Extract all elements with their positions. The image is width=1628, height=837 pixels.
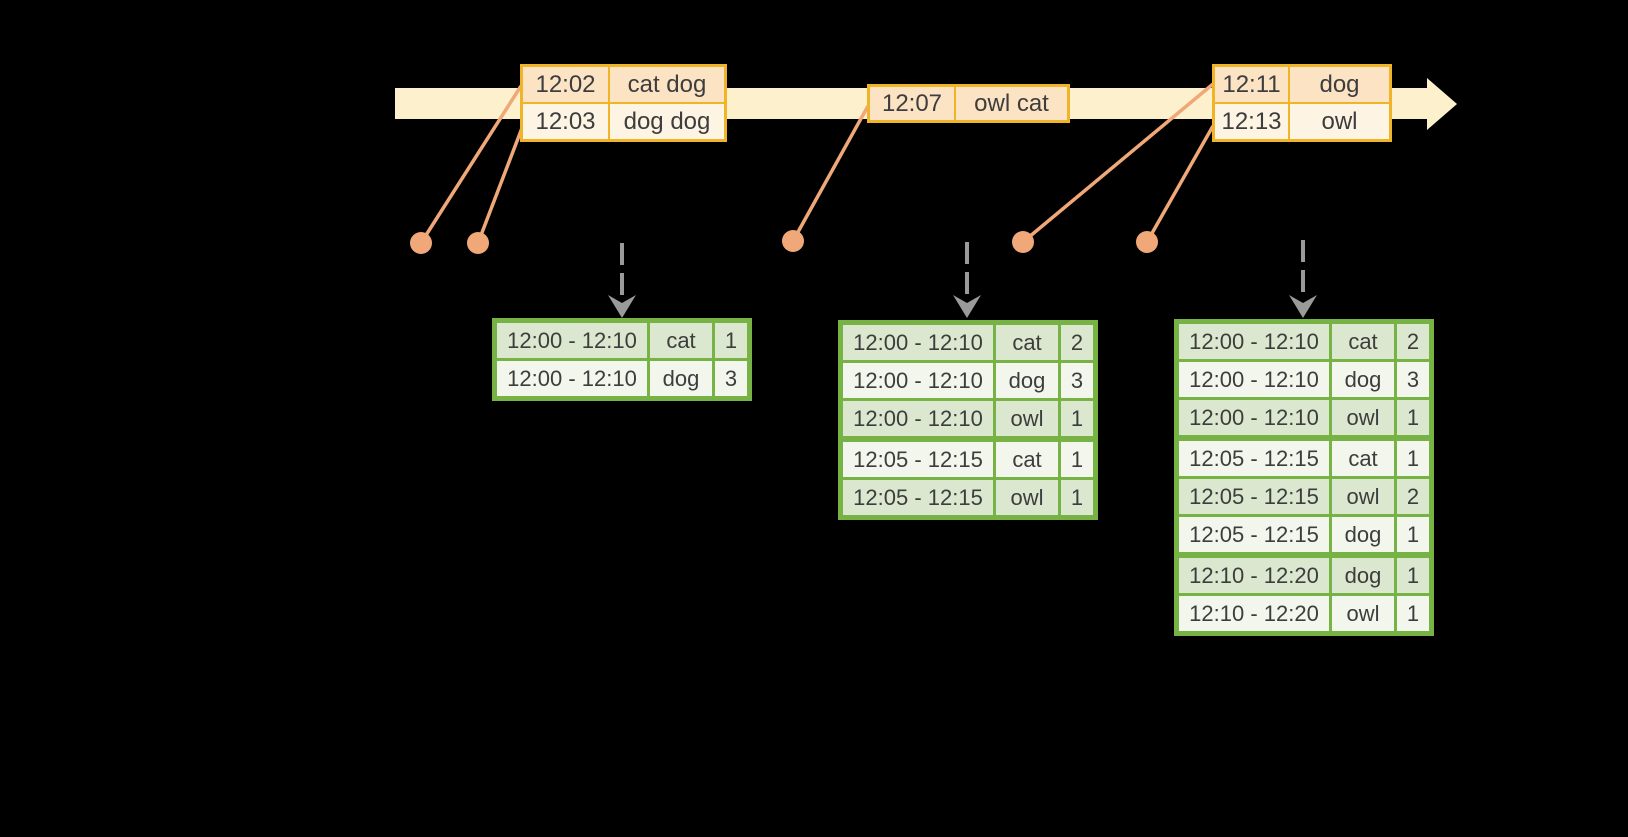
result-word-cell: dog <box>1332 362 1394 397</box>
event-connector-line <box>476 127 524 244</box>
result-window-cell: 12:00 - 12:10 <box>497 323 647 358</box>
result-word-cell: owl <box>996 480 1058 515</box>
result-word-cell: dog <box>996 363 1058 398</box>
event-time-cell: 12:11 <box>1215 67 1288 102</box>
event-dot-icon <box>410 232 432 254</box>
result-window-cell: 12:00 - 12:10 <box>1179 400 1329 435</box>
trigger-arrowhead-icon <box>1289 295 1317 318</box>
result-count-cell: 3 <box>1061 363 1093 398</box>
result-window-cell: 12:05 - 12:15 <box>1179 517 1329 552</box>
result-count-cell: 1 <box>1397 400 1429 435</box>
event-words-cell: owl <box>1290 104 1389 139</box>
result-count-cell: 2 <box>1397 324 1429 359</box>
result-word-cell: owl <box>1332 479 1394 514</box>
result-word-cell: cat <box>996 325 1058 360</box>
trigger-arrowhead-icon <box>953 295 981 318</box>
result-window-cell: 12:00 - 12:10 <box>1179 324 1329 359</box>
result-count-cell: 1 <box>1061 480 1093 515</box>
event-dot-icon <box>782 230 804 252</box>
event-words-cell: owl cat <box>956 87 1067 120</box>
event-time-cell: 12:02 <box>523 67 608 102</box>
trigger-arrowhead-icon <box>608 295 636 318</box>
event-connector-line <box>791 105 870 242</box>
result-window-cell: 12:00 - 12:10 <box>843 363 993 398</box>
result-count-cell: 1 <box>1397 517 1429 552</box>
result-word-cell: dog <box>1332 558 1394 593</box>
result-word-cell: owl <box>1332 400 1394 435</box>
timeline-arrowhead-icon <box>1427 78 1457 130</box>
result-count-cell: 1 <box>715 323 747 358</box>
result-count-cell: 1 <box>1061 401 1093 436</box>
event-words-cell: cat dog <box>610 67 724 102</box>
result-word-cell: dog <box>650 361 712 396</box>
event-dot-icon <box>1012 231 1034 253</box>
event-time-cell: 12:03 <box>523 104 608 139</box>
result-window-cell: 12:00 - 12:10 <box>497 361 647 396</box>
event-dot-icon <box>467 232 489 254</box>
result-window-cell: 12:05 - 12:15 <box>843 442 993 477</box>
result-count-cell: 3 <box>1397 362 1429 397</box>
result-count-cell: 1 <box>1397 441 1429 476</box>
event-connector-line <box>419 85 523 244</box>
result-word-cell: cat <box>650 323 712 358</box>
result-window-cell: 12:05 - 12:15 <box>1179 441 1329 476</box>
result-window-cell: 12:05 - 12:15 <box>1179 479 1329 514</box>
result-word-cell: cat <box>1332 324 1394 359</box>
result-word-cell: owl <box>996 401 1058 436</box>
result-count-cell: 2 <box>1061 325 1093 360</box>
result-word-cell: owl <box>1332 596 1394 631</box>
result-window-cell: 12:10 - 12:20 <box>1179 596 1329 631</box>
event-connector-line <box>1021 82 1215 244</box>
event-words-cell: dog dog <box>610 104 724 139</box>
result-count-cell: 3 <box>715 361 747 396</box>
result-window-cell: 12:00 - 12:10 <box>843 325 993 360</box>
event-words-cell: dog <box>1290 67 1389 102</box>
result-word-cell: dog <box>1332 517 1394 552</box>
event-time-cell: 12:07 <box>870 87 954 120</box>
event-connector-line <box>1145 125 1215 243</box>
result-window-cell: 12:05 - 12:15 <box>843 480 993 515</box>
result-word-cell: cat <box>996 442 1058 477</box>
result-window-cell: 12:00 - 12:10 <box>843 401 993 436</box>
result-count-cell: 1 <box>1397 596 1429 631</box>
event-dot-icon <box>1136 231 1158 253</box>
result-window-cell: 12:10 - 12:20 <box>1179 558 1329 593</box>
result-window-cell: 12:00 - 12:10 <box>1179 362 1329 397</box>
result-count-cell: 1 <box>1061 442 1093 477</box>
event-time-cell: 12:13 <box>1215 104 1288 139</box>
result-word-cell: cat <box>1332 441 1394 476</box>
result-count-cell: 1 <box>1397 558 1429 593</box>
result-count-cell: 2 <box>1397 479 1429 514</box>
